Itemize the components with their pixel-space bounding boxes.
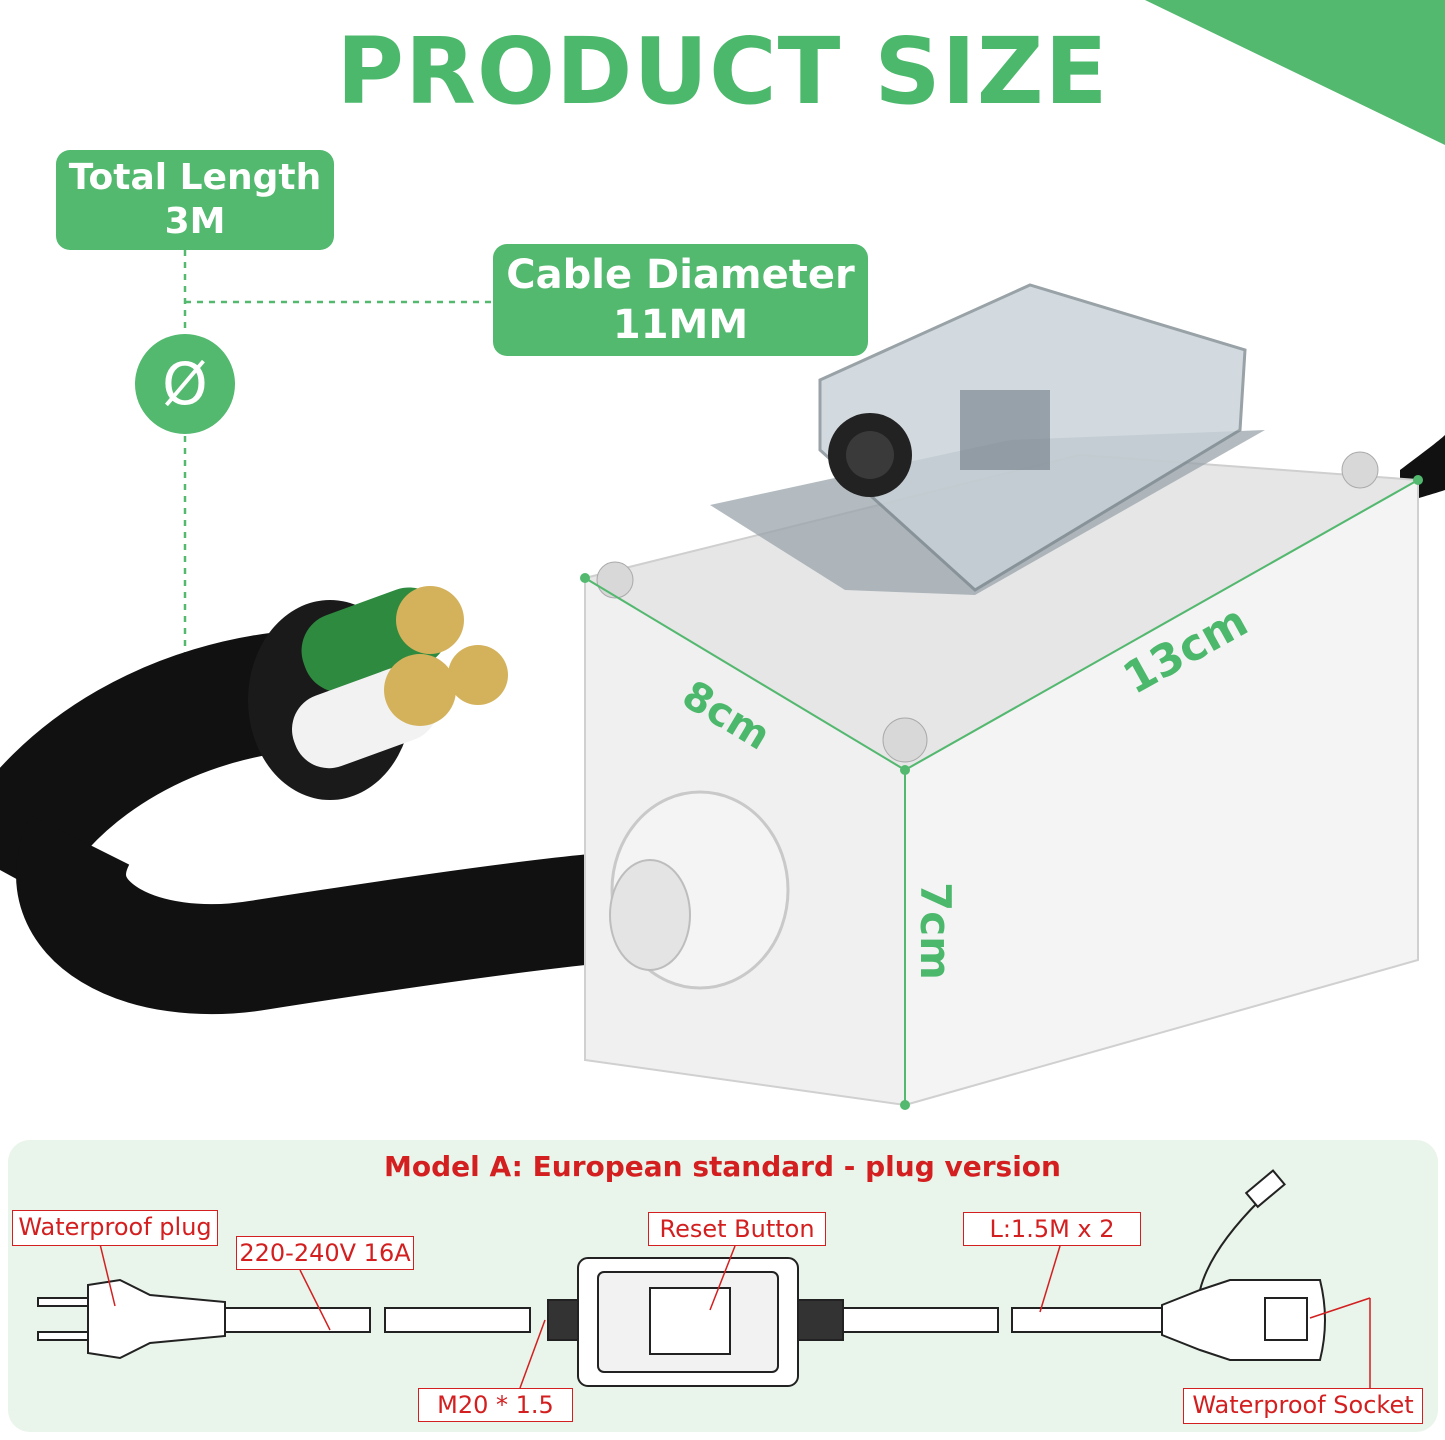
label-waterproof-plug: Waterproof plug (12, 1210, 218, 1246)
cable-illustration (0, 435, 1445, 1015)
cable-diameter-label: Cable Diameter (506, 252, 855, 298)
diameter-icon: Ø (162, 350, 208, 418)
plug-pin-bottom (37, 1331, 89, 1341)
plug-pin-top (37, 1297, 89, 1307)
plug-body (87, 1278, 226, 1360)
diameter-circle (135, 334, 235, 434)
page-title: PRODUCT SIZE (336, 18, 1109, 125)
socket-lid-strap (1199, 1199, 1261, 1291)
cable-segment-4 (1011, 1307, 1163, 1333)
label-reset-button: Reset Button (648, 1212, 826, 1246)
label-voltage: 220-240V 16A (236, 1236, 414, 1270)
label-waterproof-socket: Waterproof Socket (1183, 1388, 1423, 1424)
cable-segment-2 (384, 1307, 531, 1333)
total-length-value: 3M (164, 201, 226, 242)
enclosure-illustration (582, 283, 1422, 1107)
socket-lid (1244, 1169, 1286, 1209)
cable-diameter-badge: Cable Diameter 11MM (493, 244, 868, 356)
corner-triangle (1145, 0, 1445, 145)
cable-diameter-value: 11MM (612, 302, 749, 348)
label-gland-size: M20 * 1.5 (418, 1388, 573, 1422)
total-length-badge: Total Length 3M (56, 150, 334, 250)
gland-left (547, 1299, 579, 1341)
model-title: Model A: European standard - plug versio… (384, 1150, 1061, 1183)
cable-segment-1 (224, 1307, 371, 1333)
total-length-label: Total Length (68, 157, 322, 198)
label-cable-length: L:1.5M x 2 (963, 1212, 1141, 1246)
dimension-lines (580, 475, 1423, 1110)
gland-right (797, 1299, 844, 1341)
cable-segment-3 (842, 1307, 999, 1333)
